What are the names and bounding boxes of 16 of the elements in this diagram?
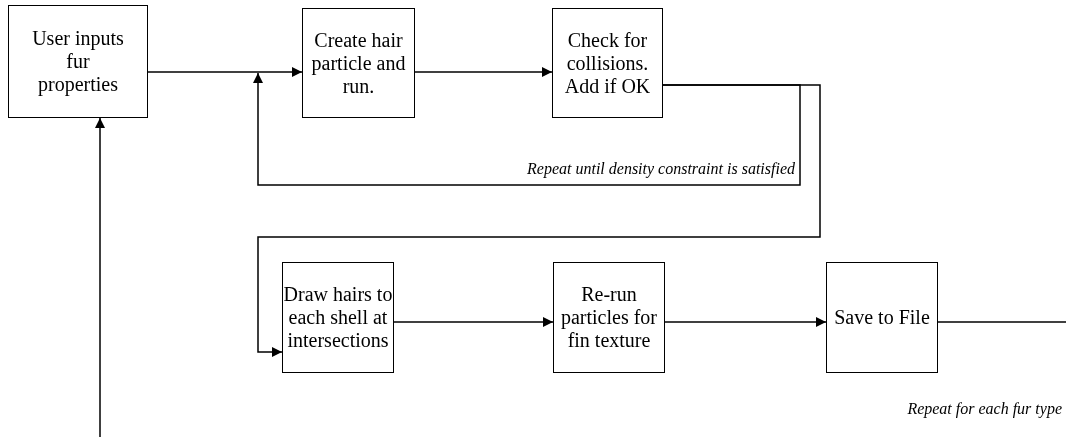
arrow [393, 317, 554, 327]
arrow [414, 67, 553, 77]
arrow [664, 317, 827, 327]
arrow [147, 67, 303, 77]
process-box: Draw hairs to each shell at intersections [282, 262, 394, 373]
process-box: Re-run particles for fin texture [553, 262, 665, 373]
arrow [95, 117, 105, 437]
arrow [253, 72, 801, 186]
process-box: Check for collisions. Add if OK [552, 8, 663, 118]
process-box: User inputs fur properties [8, 5, 148, 118]
process-box: Save to File [826, 262, 938, 373]
arrow [257, 84, 821, 357]
loop-note: Repeat until density constraint is satisfied [527, 160, 795, 178]
connector-line [937, 321, 1066, 323]
process-box: Create hair particle and run. [302, 8, 415, 118]
loop-note: Repeat for each fur type [907, 400, 1062, 418]
